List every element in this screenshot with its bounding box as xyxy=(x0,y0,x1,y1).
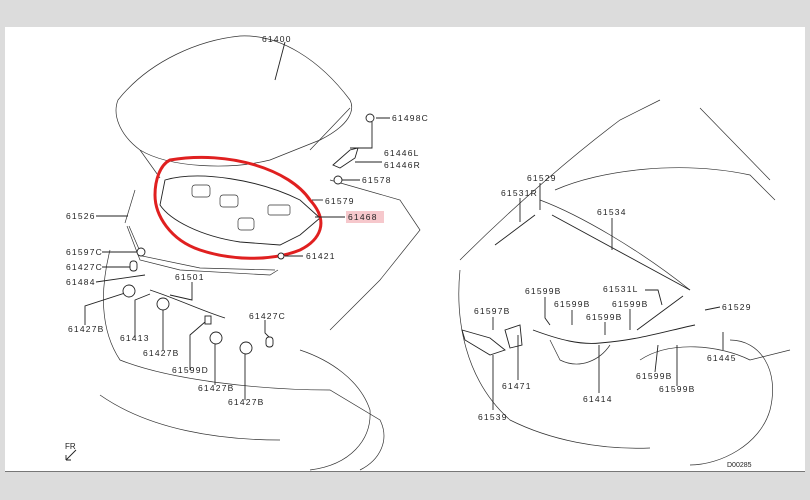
left-labels: 61400 61498C 61446L 61446R 61578 61579 6… xyxy=(66,34,429,407)
part-label: 61446L xyxy=(384,148,420,158)
part-label: 61529 xyxy=(527,173,557,183)
fr-arrow-icon xyxy=(65,449,77,461)
part-label: 61427B xyxy=(198,383,235,393)
part-label: 61599B xyxy=(586,312,623,322)
part-label: 61445 xyxy=(707,353,737,363)
part-label: 61599D xyxy=(172,365,209,375)
part-label: 61427B xyxy=(143,348,180,358)
part-label: 61529 xyxy=(722,302,752,312)
part-label: 61427B xyxy=(228,397,265,407)
part-label: 61599B xyxy=(636,371,673,381)
leader-lines xyxy=(84,41,390,400)
part-label: 61534 xyxy=(597,207,627,217)
part-label: 61446R xyxy=(384,160,421,170)
part-label: 61471 xyxy=(502,381,532,391)
part-label-highlighted: 61468 xyxy=(348,212,378,222)
part-label: 61597B xyxy=(474,306,511,316)
part-label: 61597C xyxy=(66,247,103,257)
part-label: 61531R xyxy=(501,188,538,198)
leader-lines-right xyxy=(492,183,724,410)
hood-insulator-61468 xyxy=(159,175,321,246)
part-label: 61427C xyxy=(66,262,103,272)
part-label: 61427B xyxy=(68,324,105,334)
part-label: 61414 xyxy=(583,394,613,404)
diagram-code: D00285 xyxy=(727,462,752,469)
highlight-circle xyxy=(153,155,323,260)
right-car-outline xyxy=(458,99,791,466)
highlight-label-bg xyxy=(346,211,384,223)
part-label: 61501 xyxy=(175,272,205,282)
front-indicator: FR xyxy=(65,442,76,451)
part-label: 61599B xyxy=(525,286,562,296)
right-labels: 61529 61531R 61534 61531L 61599B 61599B … xyxy=(474,173,752,422)
part-label: 61599B xyxy=(612,299,649,309)
part-label: 61531L xyxy=(603,284,639,294)
part-label: 61539 xyxy=(478,412,508,422)
part-label: 61484 xyxy=(66,277,96,287)
left-car-outline xyxy=(99,35,421,471)
part-label: 61599B xyxy=(554,299,591,309)
part-label: 61526 xyxy=(66,211,96,221)
part-label: 61400 xyxy=(262,34,292,44)
part-label: 61413 xyxy=(120,333,150,343)
part-label: 61427C xyxy=(249,311,286,321)
part-label: 61579 xyxy=(325,196,355,206)
part-label: 61421 xyxy=(306,251,336,261)
small-parts-left xyxy=(122,113,375,355)
part-label: 61578 xyxy=(362,175,392,185)
part-label: 61498C xyxy=(392,113,429,123)
part-label: 61599B xyxy=(659,384,696,394)
